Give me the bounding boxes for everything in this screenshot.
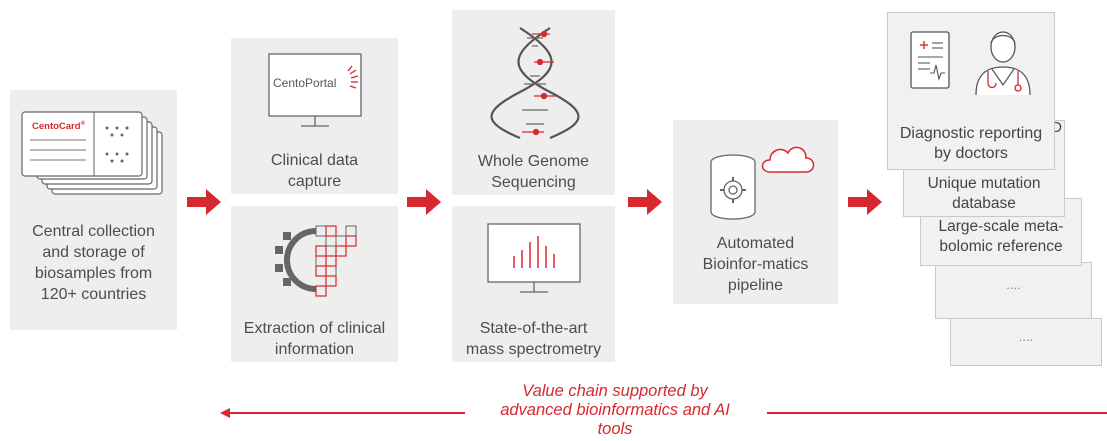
card-line: by doctors xyxy=(934,145,1008,162)
arrow-right-icon xyxy=(407,189,441,215)
stage1-label: Central collection and storage of biosam… xyxy=(10,221,177,305)
label-line: mass spectrometry xyxy=(465,341,602,358)
stage-clinical-extraction: Extraction of clinical information xyxy=(231,206,398,362)
card-line: .... xyxy=(1006,277,1021,292)
stage3-bottom-label: State-of-the-art mass spectrometry xyxy=(452,318,615,360)
label-line: Extraction of clinical xyxy=(243,320,386,337)
stage2-bottom-label: Extraction of clinical information xyxy=(231,318,398,360)
caption-line: Value chain supported by xyxy=(522,382,708,400)
gear-grid-icon xyxy=(275,225,357,297)
label-line: Bioinfor-matics xyxy=(702,256,809,273)
arrow-right-icon xyxy=(628,189,662,215)
stage-whole-genome-sequencing: Whole Genome Sequencing xyxy=(452,10,615,195)
output-card-1: Diagnostic reporting by doctors xyxy=(887,12,1055,170)
card-line: .... xyxy=(1018,329,1034,344)
label-line: 120+ countries xyxy=(40,286,147,303)
stage-biosample-collection: CentoCard® Central collection and storag… xyxy=(10,90,177,330)
card-brand-mark: ® xyxy=(80,121,85,127)
label-line: pipeline xyxy=(727,277,784,294)
arrow-left-icon xyxy=(220,408,465,418)
label-line: State-of-the-art xyxy=(479,320,588,337)
card-brand: CentoCard® xyxy=(32,121,85,132)
doctor-icon xyxy=(975,31,1031,96)
card-line: database xyxy=(952,195,1016,212)
stage2-top-label: Clinical data capture xyxy=(231,150,398,192)
caption-line: tools xyxy=(597,420,633,438)
value-chain-caption: Value chain supported by advanced bioinf… xyxy=(455,382,775,439)
stage-mass-spectrometry: State-of-the-art mass spectrometry xyxy=(452,206,615,362)
label-line: Central collection xyxy=(32,223,155,240)
dna-helix-icon xyxy=(490,27,580,140)
card-brand-name: CentoCard xyxy=(32,121,81,133)
label-line: information xyxy=(274,341,355,358)
card-line: bolomic reference xyxy=(939,238,1063,255)
label-line: Automated xyxy=(716,235,795,252)
output-card-5: .... xyxy=(950,318,1102,366)
caption-line: advanced bioinformatics and AI xyxy=(500,401,730,419)
card-line: Diagnostic reporting xyxy=(899,125,1043,142)
database-gear-icon xyxy=(710,154,756,220)
label-line: capture xyxy=(287,173,342,190)
monitor-icon xyxy=(268,53,362,127)
stage3-top-label: Whole Genome Sequencing xyxy=(452,151,615,193)
arrow-right-icon xyxy=(848,189,882,215)
stage-bioinformatics-pipeline: Automated Bioinfor-matics pipeline xyxy=(673,120,838,304)
portal-name: CentoPortal xyxy=(273,76,337,90)
output-card-4: .... xyxy=(935,262,1092,319)
card-line: Large-scale meta- xyxy=(938,218,1064,235)
stage4-label: Automated Bioinfor-matics pipeline xyxy=(673,233,838,296)
card-line: Unique mutation xyxy=(927,175,1041,192)
label-line: biosamples from xyxy=(34,265,153,282)
arrow-right-icon xyxy=(187,189,221,215)
label-line: Clinical data xyxy=(270,152,359,169)
clipboard-report-icon xyxy=(910,31,950,89)
cloud-icon xyxy=(761,146,815,173)
caption-line-right xyxy=(767,412,1107,414)
label-line: Sequencing xyxy=(491,174,576,191)
label-line: and storage of xyxy=(42,244,145,261)
stage-clinical-data-capture: CentoPortal Clinical data capture xyxy=(231,38,398,194)
spectrum-monitor-icon xyxy=(487,223,581,293)
label-line: Whole Genome xyxy=(477,153,590,170)
peek-char: D xyxy=(1051,119,1062,136)
stacked-cards-icon xyxy=(21,111,163,195)
